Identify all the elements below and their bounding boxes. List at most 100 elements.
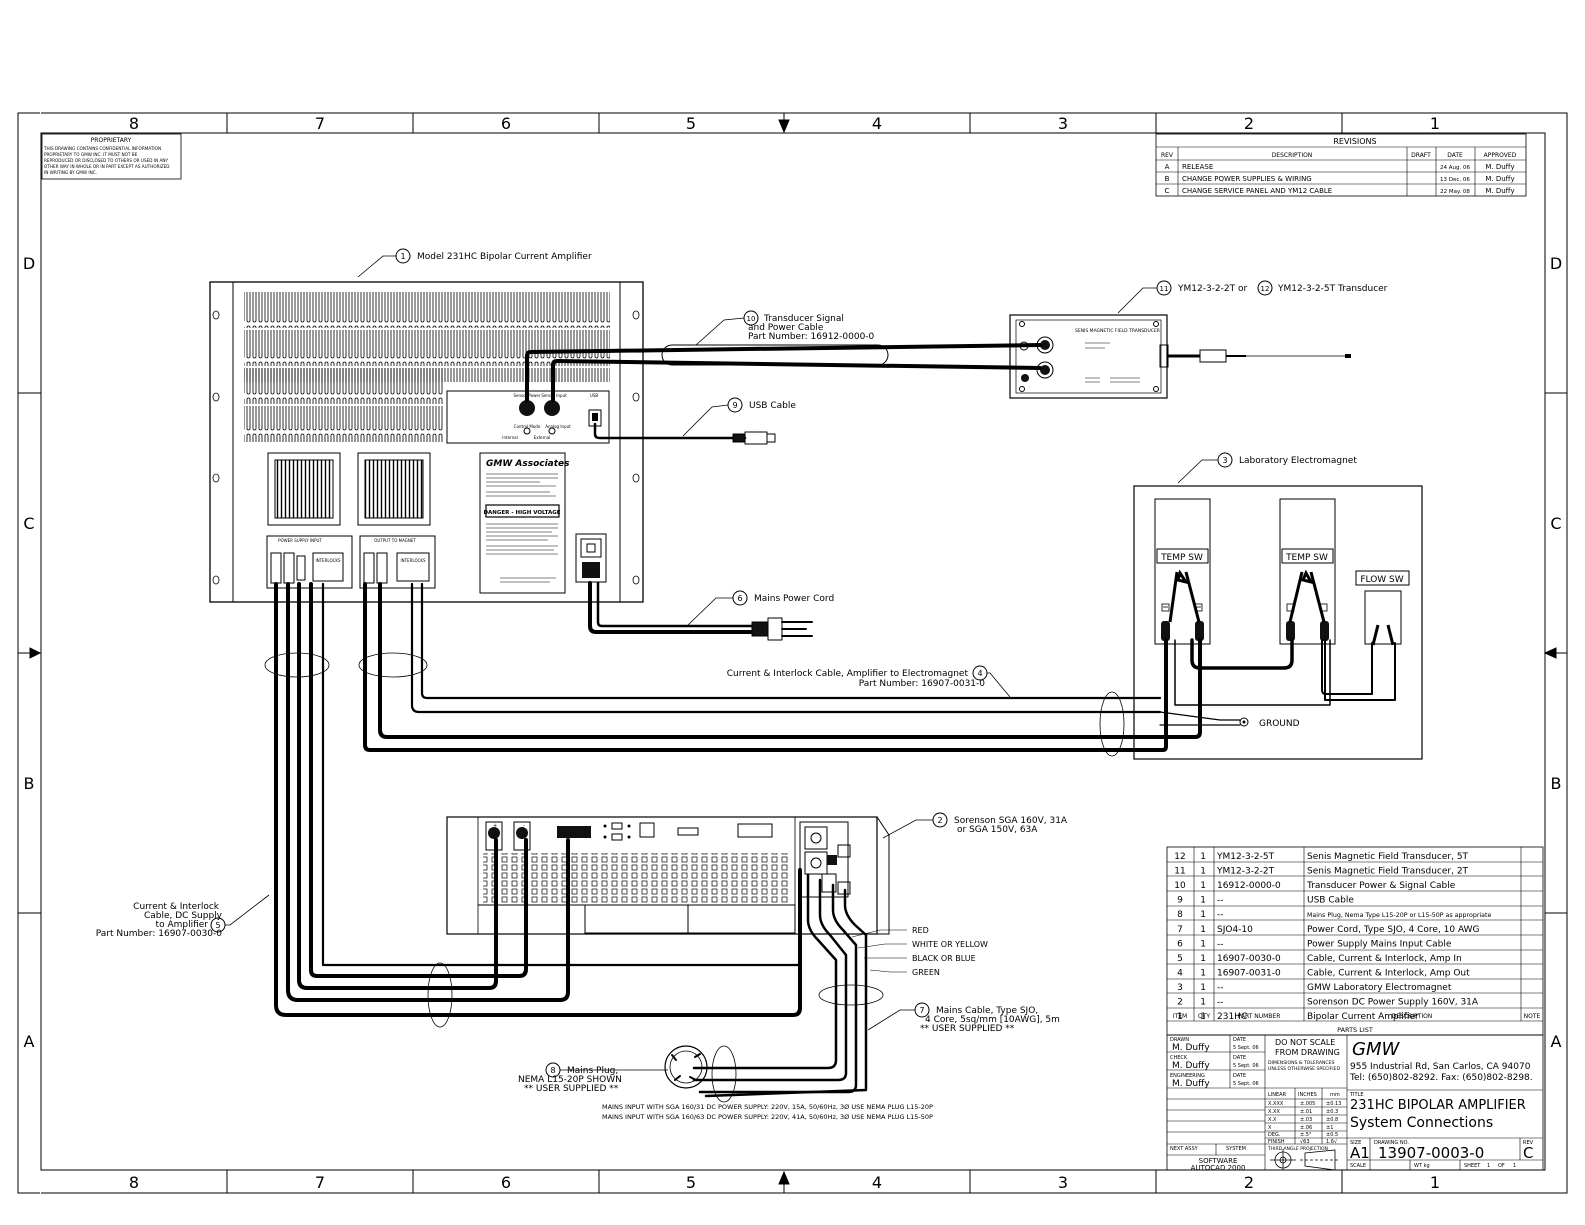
tb-label: REV: [1523, 1140, 1534, 1146]
rev-cell: CHANGE SERVICE PANEL AND YM12 CABLE: [1182, 187, 1332, 195]
parts-cell: Senis Magnetic Field Transducer, 5T: [1307, 852, 1469, 862]
callout-text: or SGA 150V, 63A: [957, 825, 1038, 835]
rev-header: REV: [1161, 152, 1174, 159]
rev-cell: A: [1165, 163, 1170, 171]
proprietary-line: REPRODUCED OR DISCLOSED TO OTHERS OR USE…: [44, 158, 169, 163]
sensor-input-connector: [544, 400, 560, 416]
rev-cell: CHANGE POWER SUPPLIES & WIRING: [1182, 175, 1312, 183]
rev-cell: RELEASE: [1182, 163, 1213, 171]
tol-cell: ±.5°: [1300, 1132, 1312, 1138]
mains-note: MAINS INPUT WITH SGA 160/63 DC POWER SUP…: [602, 1113, 933, 1121]
tb-label: DATE: [1233, 1073, 1246, 1079]
parts-cell: Cable, Current & Interlock, Amp Out: [1307, 968, 1470, 978]
parts-cell: Transducer Power & Signal Cable: [1306, 881, 1456, 891]
amp-to-magnet-cable: [363, 582, 1168, 752]
tb-label: DATE: [1233, 1037, 1246, 1043]
parts-cell: Power Supply Mains Input Cable: [1307, 939, 1452, 949]
panel-label: External: [534, 435, 551, 440]
tb-note: DO NOT SCALE: [1275, 1038, 1335, 1047]
drawing-rev: C: [1523, 1144, 1533, 1162]
parts-cell: --: [1217, 939, 1224, 949]
tol-cell: ±.06: [1300, 1125, 1312, 1131]
callout-text: Part Number: 16907-0031-0: [859, 679, 986, 689]
parts-cell: 16907-0030-0: [1217, 954, 1281, 964]
parts-cell: 1: [1200, 881, 1206, 891]
panel-label: Analog Input: [545, 424, 571, 429]
zone-row-label: A: [24, 1032, 35, 1051]
callout-5: 5 Current & Interlock Cable, DC Supply t…: [96, 894, 270, 939]
tb-label: CHECK: [1170, 1055, 1188, 1061]
parts-cell: Bipolar Current Amplifier: [1307, 1012, 1419, 1022]
parts-cell: 10: [1174, 881, 1186, 891]
vent-grille: [244, 292, 610, 328]
wire-color-label: WHITE OR YELLOW: [912, 940, 988, 949]
callout-1: 1 Model 231HC Bipolar Current Amplifier: [357, 248, 592, 278]
proprietary-line: THIS DRAWING CONTAINS CONFIDENTIAL INFOR…: [43, 146, 161, 151]
zone-row-label: B: [1551, 774, 1562, 793]
tb-label: SHEET: [1464, 1163, 1481, 1169]
callout-3: 3 Laboratory Electromagnet: [1177, 452, 1357, 484]
parts-cell: 9: [1177, 896, 1183, 906]
mains-power-cord: [588, 581, 754, 634]
mains-inlet: [575, 533, 607, 583]
zone-col-label: 3: [1058, 1173, 1068, 1192]
tb-value: 1: [1513, 1163, 1516, 1169]
tol-cell: ±1: [1326, 1125, 1333, 1131]
rev-cell: M. Duffy: [1485, 175, 1514, 183]
proprietary-line: IN WRITING BY GMW INC.: [44, 170, 97, 175]
parts-header: ITEM: [1173, 1013, 1187, 1020]
parts-cell: --: [1217, 896, 1224, 906]
callout-number: 9: [732, 401, 737, 410]
tb-label: SCALE: [1350, 1163, 1366, 1169]
zone-row-label: D: [23, 254, 35, 273]
zone-col-label: 1: [1430, 114, 1440, 133]
parts-cell: --: [1217, 983, 1224, 993]
rev-cell: 22 May. 08: [1440, 189, 1470, 195]
revisions-table: REVISIONS REV DESCRIPTION DRAFT DATE APP…: [1155, 133, 1527, 197]
rev-cell: C: [1165, 187, 1170, 195]
software-value: AUTOCAD 2000: [1191, 1164, 1246, 1172]
tb-value: M. Duffy: [1172, 1043, 1210, 1053]
callout-text: Transducer Signal: [763, 314, 844, 324]
title-block: DRAWN DATE CHECK DATE ENGINEERING DATE N…: [1166, 1034, 1544, 1172]
tol-cell: ±0.3: [1326, 1109, 1338, 1115]
danger-label: DANGER - HIGH VOLTAGE: [483, 510, 560, 516]
drawing-subtitle: System Connections: [1350, 1115, 1493, 1131]
callout-text: Current & Interlock: [133, 902, 220, 912]
tb-label: DRAWN: [1170, 1037, 1189, 1043]
proprietary-line: PROPRIETARY TO GMW INC. IT MUST NOT BE: [44, 152, 138, 157]
callout-text: Part Number: 16912-0000-0: [748, 332, 875, 342]
vent-grille: [244, 330, 610, 366]
terminal-label: INTERLOCKS: [400, 558, 426, 563]
zone-col-label: 5: [686, 114, 696, 133]
rev-header: DATE: [1447, 152, 1463, 159]
zone-col-label: 4: [872, 1173, 882, 1192]
parts-cell: Mains Plug, Nema Type L15-20P or L15-50P…: [1307, 912, 1492, 919]
callout-8: 8 Mains Plug, NEMA L15-20P SHOWN ** USER…: [518, 1062, 668, 1094]
parts-cell: 8: [1177, 910, 1183, 920]
svg-text:-: -: [523, 823, 525, 829]
output-terminal: OUTPUT TO MAGNET INTERLOCKS: [359, 535, 436, 589]
temp-switch-label: TEMP SW: [1160, 553, 1203, 563]
rack-holes: [212, 310, 640, 585]
mains-plug: [664, 1045, 708, 1089]
callout-text: YM12-3-2-2T or: [1177, 284, 1248, 294]
callout-text: Part Number: 16907-0030-0: [96, 929, 223, 939]
transducer-label: SENIS MAGNETIC FIELD TRANSDUCER: [1075, 328, 1160, 334]
terminal-label: POWER SUPPLY INPUT: [278, 538, 322, 543]
callout-number: 4: [977, 669, 982, 678]
callout-number: 1: [400, 252, 405, 261]
parts-cell: 1: [1200, 998, 1206, 1008]
vent-grille: [244, 406, 444, 442]
parts-cell: 1: [1200, 852, 1206, 862]
parts-cell: 1: [1200, 968, 1206, 978]
label-plate: GMW Associates DANGER - HIGH VOLTAGE: [479, 452, 570, 594]
zone-row-label: D: [1550, 254, 1562, 273]
parts-header: QTY: [1198, 1013, 1210, 1020]
parts-cell: 2: [1177, 998, 1183, 1008]
parts-cell: 1: [1200, 910, 1206, 920]
callout-text: Mains Power Cord: [754, 594, 834, 604]
proprietary-notice: PROPRIETARY THIS DRAWING CONTAINS CONFID…: [41, 133, 182, 180]
callout-2: 2 Sorenson SGA 160V, 31A or SGA 150V, 63…: [882, 812, 1068, 839]
